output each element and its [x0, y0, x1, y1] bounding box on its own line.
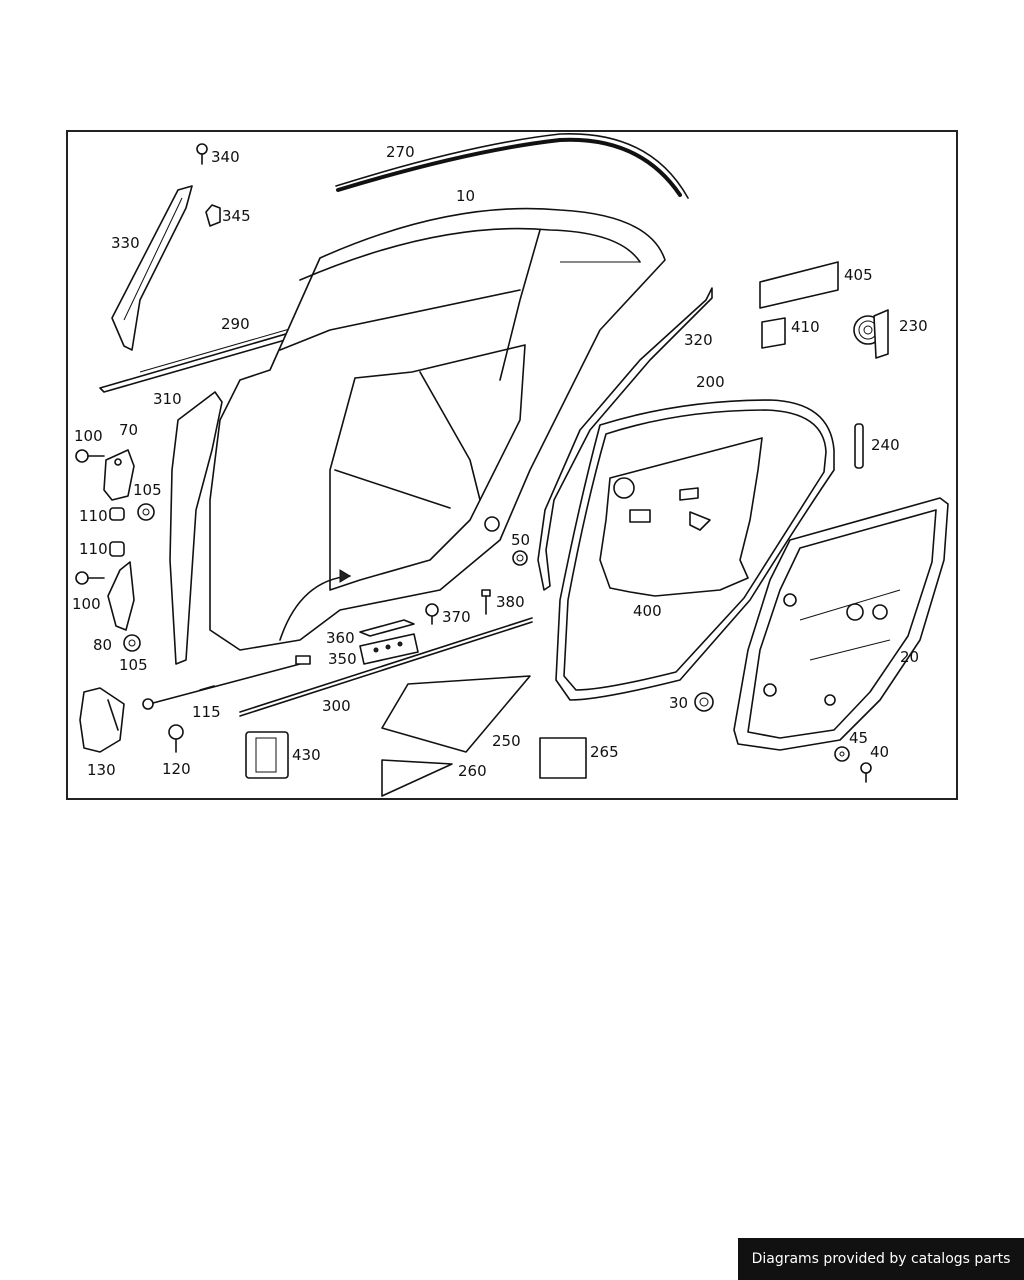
label-370: 370 — [442, 608, 471, 626]
part-40-screw-icon[interactable] — [860, 762, 872, 783]
label-110-upper: 110 — [79, 507, 108, 525]
part-240-rod[interactable] — [854, 423, 864, 469]
part-360-connector-cover[interactable] — [359, 619, 415, 637]
label-105-upper: 105 — [133, 481, 162, 499]
part-110-nut-upper-icon[interactable] — [109, 507, 125, 521]
part-30-grommet-icon[interactable] — [694, 692, 714, 712]
label-330: 330 — [111, 234, 140, 252]
part-400-vapor-barrier[interactable] — [599, 437, 763, 597]
part-100-bolt-lower-icon[interactable] — [75, 571, 105, 585]
label-380: 380 — [496, 593, 525, 611]
label-100-lower: 100 — [72, 595, 101, 613]
part-200-door-seal[interactable] — [555, 399, 835, 701]
label-300: 300 — [322, 697, 351, 715]
part-105-nut-upper-icon[interactable] — [137, 503, 155, 521]
part-430-handle-housing[interactable] — [245, 731, 289, 779]
label-270: 270 — [386, 143, 415, 161]
label-130: 130 — [87, 761, 116, 779]
credit-footer: Diagrams provided by catalogs parts — [738, 1238, 1024, 1280]
part-410-label-plate[interactable] — [761, 317, 786, 349]
label-400: 400 — [633, 602, 662, 620]
part-45-washer-icon[interactable] — [834, 746, 850, 762]
label-110-lower: 110 — [79, 540, 108, 558]
part-260-quarter-glass[interactable] — [381, 759, 453, 797]
label-350: 350 — [328, 650, 357, 668]
part-50-grommet-icon[interactable] — [512, 550, 528, 566]
part-250-window-glass[interactable] — [381, 675, 531, 753]
label-40: 40 — [870, 743, 889, 761]
part-405-label-plate[interactable] — [759, 261, 839, 309]
label-360: 360 — [326, 629, 355, 647]
label-250: 250 — [492, 732, 521, 750]
part-80-hinge-lower[interactable] — [107, 561, 135, 631]
part-300-rod[interactable] — [239, 617, 533, 717]
part-310-pillar-trim[interactable] — [169, 391, 223, 665]
part-320-seal-strip[interactable] — [537, 287, 713, 591]
label-30: 30 — [669, 694, 688, 712]
part-345-clip-icon[interactable] — [205, 204, 221, 227]
label-115: 115 — [192, 703, 221, 721]
label-265: 265 — [590, 743, 619, 761]
part-230-tape-roll-icon[interactable] — [853, 309, 889, 359]
part-20-door-module[interactable] — [733, 497, 949, 751]
label-240: 240 — [871, 436, 900, 454]
label-120: 120 — [162, 760, 191, 778]
part-100-bolt-upper-icon[interactable] — [75, 449, 105, 463]
label-50: 50 — [511, 531, 530, 549]
part-105-nut-lower-icon[interactable] — [123, 634, 141, 652]
label-345: 345 — [222, 207, 251, 225]
part-120-ball-stud-icon[interactable] — [168, 724, 184, 753]
part-110-nut-lower-icon[interactable] — [109, 541, 125, 557]
label-45: 45 — [849, 729, 868, 747]
part-270-roof-seal[interactable] — [335, 133, 689, 199]
part-340-screw-icon[interactable] — [196, 143, 208, 165]
label-105-lower: 105 — [119, 656, 148, 674]
part-380-screw-icon[interactable] — [481, 589, 491, 615]
label-100-upper: 100 — [74, 427, 103, 445]
label-340: 340 — [211, 148, 240, 166]
part-130-lock-bracket[interactable] — [79, 687, 125, 753]
arrowhead-icon — [339, 569, 351, 583]
label-70: 70 — [119, 421, 138, 439]
label-320: 320 — [684, 331, 713, 349]
part-330-window-channel[interactable] — [111, 185, 193, 351]
label-200: 200 — [696, 373, 725, 391]
label-290: 290 — [221, 315, 250, 333]
label-80: 80 — [93, 636, 112, 654]
label-20: 20 — [900, 648, 919, 666]
part-115-cable[interactable] — [142, 655, 311, 710]
part-70-hinge-upper[interactable] — [103, 449, 135, 501]
label-430: 430 — [292, 746, 321, 764]
part-10-door-shell[interactable] — [209, 207, 666, 651]
label-10: 10 — [456, 187, 475, 205]
part-265-plate[interactable] — [539, 737, 587, 779]
label-260: 260 — [458, 762, 487, 780]
label-230: 230 — [899, 317, 928, 335]
label-405: 405 — [844, 266, 873, 284]
part-350-connector-housing[interactable] — [359, 633, 419, 665]
label-410: 410 — [791, 318, 820, 336]
part-370-clip-icon[interactable] — [425, 603, 439, 625]
label-310: 310 — [153, 390, 182, 408]
